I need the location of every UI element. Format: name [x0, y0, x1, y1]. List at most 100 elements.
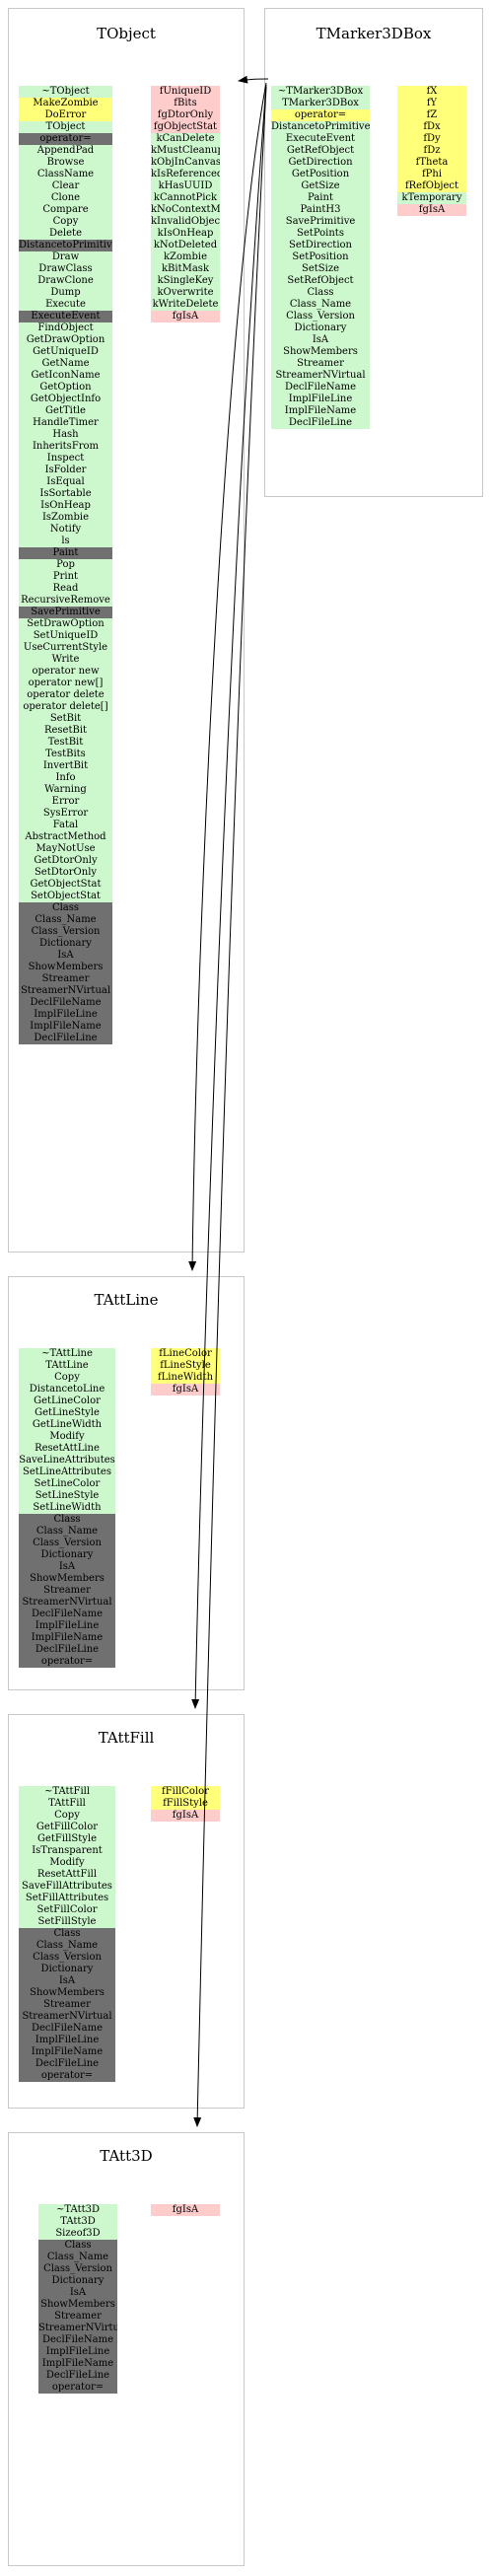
method-entry: UseCurrentStyle [19, 642, 112, 654]
method-entry: Warning [19, 784, 112, 796]
member-entry: kTemporary [397, 192, 466, 204]
method-entry: Class_Name [19, 914, 112, 926]
method-entry: operator delete [19, 689, 112, 701]
method-entry: GetLineWidth [19, 1419, 115, 1431]
member-entry: fZ [397, 109, 466, 121]
method-entry: GetUniqueID [19, 346, 112, 358]
member-entry: fFillStyle [151, 1798, 220, 1810]
method-entry: SetPoints [271, 228, 370, 240]
member-entry: fDx [397, 121, 466, 133]
method-entry: DistancetoPrimitive [271, 121, 370, 133]
member-entry: fFillColor [151, 1786, 220, 1798]
method-entry: ClassName [19, 169, 112, 180]
method-entry: StreamerNVirtual [19, 1597, 115, 1609]
method-entry: Class_Version [38, 2263, 117, 2275]
method-entry: ImplFileLine [19, 2035, 115, 2046]
method-entry: operator= [19, 2070, 115, 2082]
method-entry: SetRefObject [271, 275, 370, 287]
method-entry: Copy [19, 216, 112, 228]
member-entry: fDy [397, 133, 466, 145]
method-entry: Clone [19, 192, 112, 204]
method-entry: IsOnHeap [19, 500, 112, 512]
method-entry: GetOption [19, 382, 112, 394]
method-entry: Draw [19, 251, 112, 263]
method-entry: FindObject [19, 322, 112, 334]
class-title: TObject [97, 25, 156, 42]
method-entry: TAttFill [19, 1798, 115, 1810]
method-entry: SysError [19, 808, 112, 820]
method-entry: GetRefObject [271, 145, 370, 157]
method-entry: Class_Name [38, 2252, 117, 2263]
method-entry: GetIconName [19, 370, 112, 382]
method-entry: ResetBit [19, 725, 112, 737]
method-entry: Streamer [19, 973, 112, 985]
member-entry: fLineWidth [151, 1372, 220, 1384]
method-entry: Paint [19, 547, 112, 559]
method-entry: DeclFileName [38, 2334, 117, 2346]
method-entry: Class_Name [19, 1940, 115, 1952]
class-title: TAttFill [98, 1729, 155, 1747]
method-entry: GetObjectInfo [19, 394, 112, 405]
method-entry: TestBit [19, 737, 112, 749]
member-entry: kNotDeleted [151, 240, 220, 251]
method-entry: SetLineColor [19, 1478, 115, 1490]
member-entry: kCanDelete [151, 133, 220, 145]
method-entry: Paint [271, 192, 370, 204]
method-entry: TestBits [19, 749, 112, 760]
method-entry: MakeZombie [19, 98, 112, 109]
method-entry: Dictionary [38, 2275, 117, 2287]
method-entry: IsA [19, 1561, 115, 1573]
member-entry: fgDtorOnly [151, 109, 220, 121]
method-entry: StreamerNVirtual [19, 2011, 115, 2023]
method-entry: Print [19, 571, 112, 583]
method-entry: SetBit [19, 713, 112, 725]
method-entry: Copy [19, 1810, 115, 1822]
member-entry: kIsReferenced [151, 169, 220, 180]
method-entry: IsA [19, 950, 112, 962]
method-entry: DistancetoLine [19, 1384, 115, 1395]
method-entry: Streamer [38, 2311, 117, 2323]
method-entry: StreamerNVirtual [19, 985, 112, 997]
method-entry: PaintH3 [271, 204, 370, 216]
method-entry: Dictionary [271, 322, 370, 334]
method-entry: DeclFileLine [271, 417, 370, 429]
member-entry: kInvalidObject [151, 216, 220, 228]
method-entry: IsSortable [19, 488, 112, 500]
method-entry: SetSize [271, 263, 370, 275]
method-entry: TObject [19, 121, 112, 133]
method-entry: SetPosition [271, 251, 370, 263]
method-entry: ImplFileName [19, 1632, 115, 1644]
method-entry: operator new[] [19, 678, 112, 689]
method-entry: SetLineWidth [19, 1502, 115, 1514]
method-entry: SetFillAttributes [19, 1893, 115, 1904]
method-entry: SetObjectStat [19, 891, 112, 902]
method-entry: ImplFileName [271, 405, 370, 417]
method-entry: Dump [19, 287, 112, 299]
method-entry: GetObjectStat [19, 879, 112, 891]
method-entry: IsA [38, 2287, 117, 2299]
method-entry: ExecuteEvent [271, 133, 370, 145]
method-entry: DrawClone [19, 275, 112, 287]
method-entry: ImplFileName [19, 2046, 115, 2058]
method-entry: Modify [19, 1431, 115, 1443]
method-entry: IsA [271, 334, 370, 346]
method-entry: GetLineColor [19, 1395, 115, 1407]
method-entry: GetDirection [271, 157, 370, 169]
member-entry: kMustCleanup [151, 145, 220, 157]
method-entry: Modify [19, 1857, 115, 1869]
method-entry: DrawClass [19, 263, 112, 275]
method-entry: Clear [19, 180, 112, 192]
method-entry: IsA [19, 1975, 115, 1987]
method-entry: SetFillStyle [19, 1916, 115, 1928]
method-entry: GetPosition [271, 169, 370, 180]
method-entry: operator= [19, 133, 112, 145]
member-entry: kWriteDelete [151, 299, 220, 311]
method-entry: operator new [19, 666, 112, 678]
method-entry: GetTitle [19, 405, 112, 417]
member-entry: fLineStyle [151, 1360, 220, 1372]
method-entry: ~TAttFill [19, 1786, 115, 1798]
